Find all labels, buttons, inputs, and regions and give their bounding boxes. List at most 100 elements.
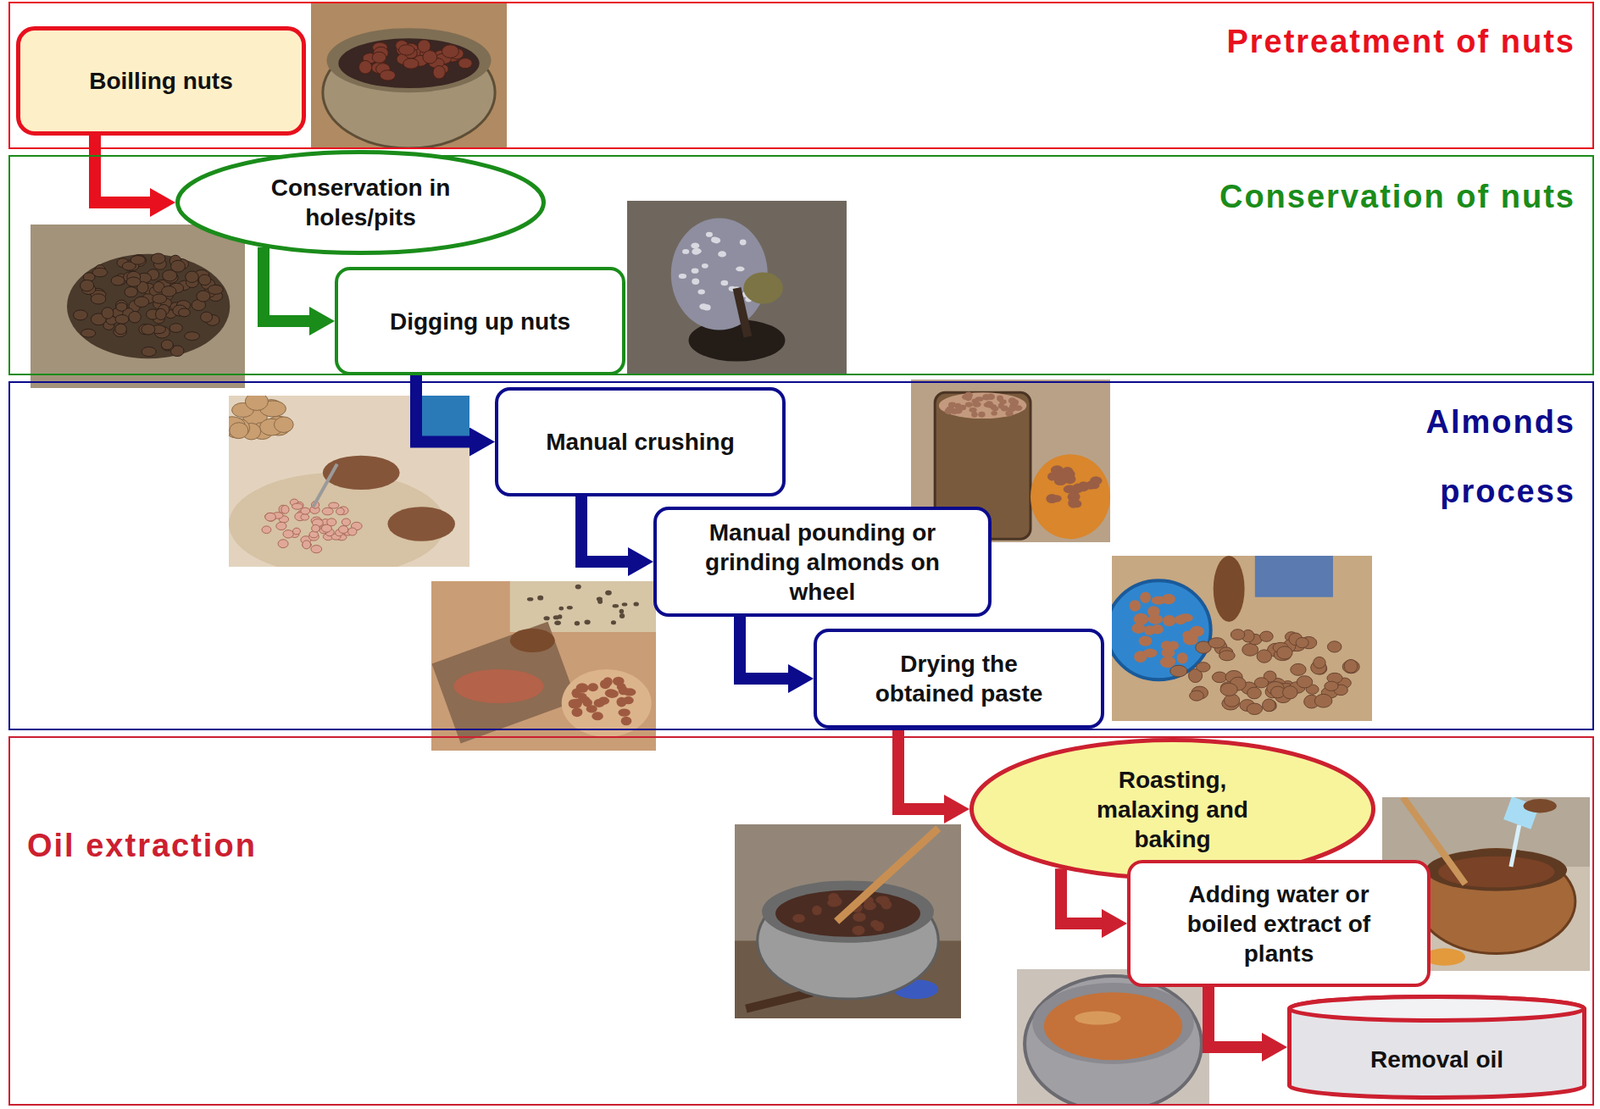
nut	[1056, 470, 1070, 480]
nut	[341, 518, 350, 527]
nut	[633, 601, 639, 606]
nut	[1133, 650, 1147, 663]
nut	[603, 677, 613, 687]
nut	[982, 394, 991, 401]
nut	[155, 308, 167, 320]
flow-arrow	[94, 135, 150, 203]
pot-body	[1417, 850, 1576, 955]
nut	[441, 44, 459, 59]
nut	[433, 66, 445, 80]
process-box: Manual pounding or grinding almonds on w…	[653, 506, 992, 617]
nut	[1089, 476, 1103, 485]
step-label: Drying the obtained paste	[857, 649, 1062, 709]
ellipse-shape	[177, 152, 545, 254]
ellipse-outline	[175, 150, 546, 256]
nut	[162, 270, 178, 282]
pot-stirring-photo	[734, 824, 962, 1019]
nut	[261, 526, 272, 534]
nut	[1129, 600, 1141, 612]
process-box: Digging up nuts	[334, 266, 626, 376]
photo-ground	[431, 581, 656, 751]
nut	[1219, 650, 1236, 662]
nut	[972, 401, 982, 408]
crushing-photo	[228, 395, 470, 567]
nut	[379, 70, 395, 81]
nut	[196, 290, 211, 302]
oil	[1044, 992, 1183, 1061]
nut	[1290, 663, 1306, 676]
band-heading: Conservation of nuts	[1219, 177, 1576, 217]
flow-arrow	[1061, 868, 1102, 924]
nut	[739, 239, 747, 246]
nut	[322, 507, 334, 516]
nut	[977, 411, 985, 418]
nut	[198, 274, 211, 286]
nut	[870, 920, 880, 928]
nut	[586, 705, 598, 713]
nut	[277, 539, 289, 549]
nut	[1283, 686, 1298, 700]
nut	[611, 620, 617, 625]
nut	[200, 311, 213, 323]
nut	[185, 271, 199, 283]
band-heading: Pretreatment of nuts	[1226, 22, 1576, 62]
nut	[1138, 636, 1153, 647]
nut	[265, 512, 277, 522]
knife	[312, 464, 337, 508]
nut	[1177, 613, 1194, 623]
digging-photo	[627, 200, 847, 376]
nut	[300, 514, 310, 522]
bowl	[561, 669, 652, 738]
nut	[124, 287, 138, 298]
nut	[281, 505, 289, 514]
nut	[617, 708, 630, 717]
nut	[616, 697, 627, 708]
nut	[126, 277, 141, 287]
step-label: Manual crushing	[513, 427, 768, 457]
grinding-photo	[431, 581, 656, 751]
nut	[1147, 605, 1161, 617]
nut	[207, 284, 223, 295]
nut	[1162, 615, 1176, 627]
paste	[454, 669, 545, 704]
nut	[566, 605, 573, 610]
nut	[678, 273, 687, 279]
nut	[1313, 656, 1326, 669]
nut	[1254, 677, 1268, 689]
ellipse-shape	[972, 740, 1374, 879]
nut	[169, 323, 183, 334]
nut	[571, 707, 583, 717]
nut	[827, 898, 840, 907]
nut	[1067, 498, 1079, 509]
nut	[946, 405, 955, 412]
nut	[130, 255, 145, 266]
nut	[591, 711, 604, 721]
step-label: Conservation in holes/pits	[233, 172, 489, 233]
basin	[1111, 580, 1212, 680]
process-box: Adding water or boiled extract of plants	[1127, 860, 1431, 988]
nut	[559, 606, 565, 612]
photo-ground	[30, 224, 245, 389]
arm	[1213, 555, 1245, 623]
stage-band: Pretreatment of nutsBoilling nuts	[8, 1, 1595, 150]
nut	[717, 250, 727, 257]
nut	[1177, 652, 1189, 664]
band-heading: Almonds process	[1355, 387, 1576, 527]
nut	[1131, 623, 1145, 634]
nut	[328, 502, 339, 509]
nut	[612, 604, 619, 608]
grinding-stone	[431, 622, 577, 745]
nut	[991, 406, 999, 412]
nut	[1247, 687, 1262, 700]
nut	[701, 263, 709, 269]
nut	[851, 925, 865, 936]
nut	[583, 619, 590, 625]
process-box: Drying the obtained paste	[813, 628, 1105, 729]
nut	[621, 716, 633, 727]
nut	[1208, 638, 1225, 649]
flow-arrow	[1208, 987, 1262, 1048]
nut	[403, 58, 419, 69]
nut	[115, 314, 129, 324]
nut	[1260, 631, 1273, 642]
